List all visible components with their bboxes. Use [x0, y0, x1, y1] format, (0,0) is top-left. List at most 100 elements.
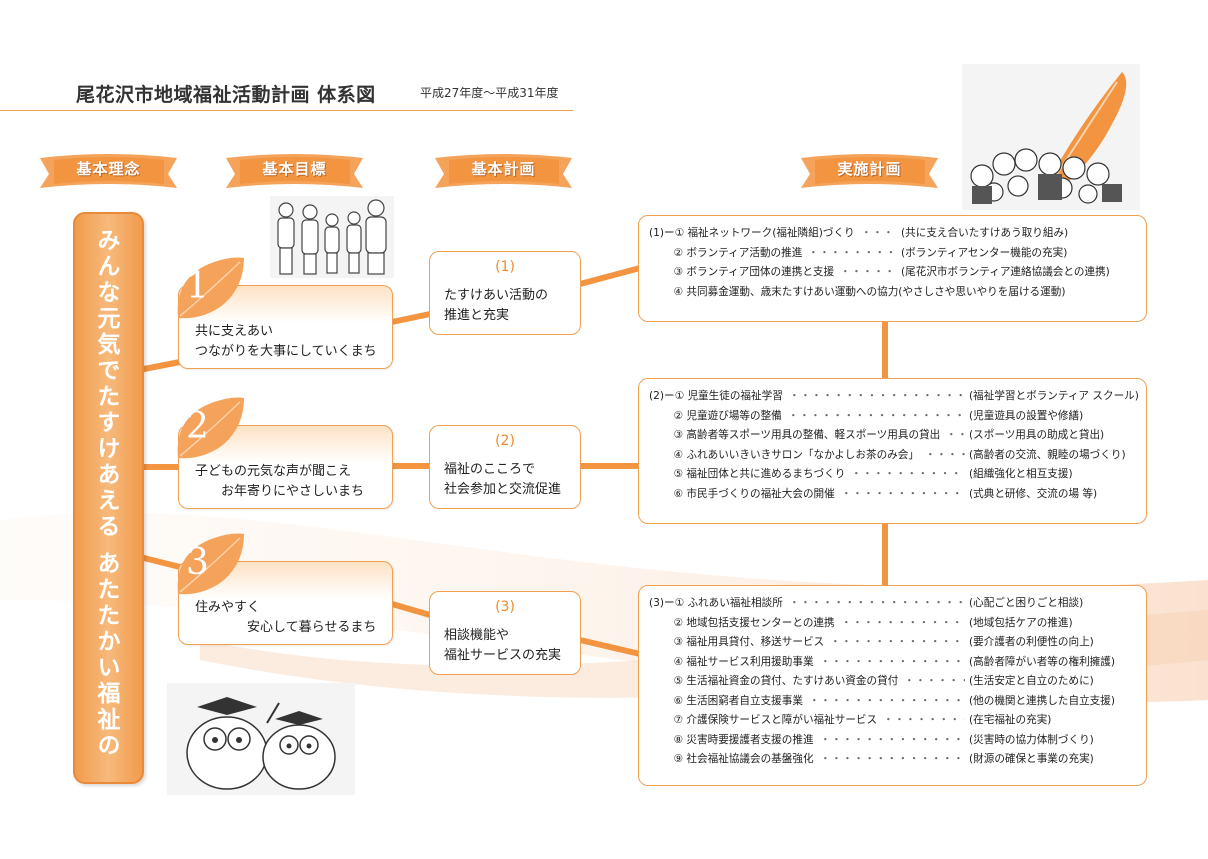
plan-text-2: 福祉のこころで 社会参加と交流促進 [444, 462, 562, 497]
implementation-item: ④ 福祉サービス利用援助事業・・・・・・・・・・・・・・・・・・・・・・・・・・… [639, 653, 1146, 673]
implementation-item-label: (1)ー① 福祉ネットワーク(福祉隣組)づくり [649, 227, 855, 239]
ribbon-philosophy-label: 基本理念 [76, 160, 141, 178]
implementation-item-label: ④ 共同募金運動、歳末たすけあい運動への協力(やさしさや思いやりを届ける運動) [649, 285, 1066, 298]
leaf-icon [177, 257, 244, 319]
leader-dots: ・・・・・・・・・・・・・・・・・・・・・・・・・・・・・・・・・・・・・・・・… [788, 409, 965, 422]
leader-dots: ・・・・・・・・・・・・・・・・・・・・・・・・・・・・・・・・・・・・・・・・… [820, 655, 965, 668]
implementation-item-label: ② ボランティア活動の推進 [649, 246, 803, 259]
ribbon-shape-icon [40, 154, 177, 188]
leader-dots: ・・・・・・・・・・・・・・・・・・・・・・・・・・・・・・・・・・・・・・・・… [946, 429, 965, 441]
connector-goal1-plan1 [389, 311, 433, 325]
family-illustration [270, 196, 394, 278]
implementation-item-note: (尾花沢市ボランティア連絡協議会との連携) [901, 266, 1110, 278]
implementation-box-1: (1)ー① 福祉ネットワーク(福祉隣組)づくり・・・・・・・・・・・・・・・・・… [638, 215, 1147, 322]
goal-leaf-1: 1 [174, 256, 248, 320]
implementation-item-note: (スポーツ用具の助成と貸出) [969, 429, 1105, 441]
leader-dots: ・・・・・・・・・・・・・・・・・・・・・・・・・・・・・・・・・・・・・・・・… [841, 487, 965, 500]
implementation-item: ⑥ 生活困窮者自立支援事業・・・・・・・・・・・・・・・・・・・・・・・・・・・… [639, 692, 1146, 712]
implementation-item: ④ ふれあいいきいきサロン「なかよしお茶のみ会」・・・・・・・・・・・・・・・・… [639, 446, 1146, 466]
implementation-item: ⑧ 災害時要援護者支援の推進・・・・・・・・・・・・・・・・・・・・・・・・・・… [639, 731, 1146, 751]
goal-number-2: 2 [186, 406, 209, 447]
implementation-item-note: (高齢者障がい者等の権利擁護) [969, 655, 1115, 668]
implementation-item-label: (3)ー① ふれあい福祉相談所 [649, 597, 783, 609]
philosophy-bar: みんな元気でたすけあえる あたたかい福祉のまちづくり [22, 212, 144, 784]
plan-text-3: 相談機能や 福祉サービスの充実 [444, 628, 562, 663]
leader-dots: ・・・・・・・・・・・・・・・・・・・・・・・・・・・・・・・・・・・・・・・・… [904, 675, 965, 687]
goal-number-3: 3 [186, 542, 209, 583]
implementation-item-label: ⑦ 介護保険サービスと障がい福祉サービス [649, 714, 878, 726]
ribbon-implementation: 実施計画 [797, 152, 942, 192]
implementation-item-note: (地域包括ケアの推進) [969, 616, 1073, 629]
leader-dots: ・・・・・・・・・・・・・・・・・・・・・・・・・・・・・・・・・・・・・・・・… [925, 448, 965, 461]
leader-dots: ・・・・・・・・・・・・・・・・・・・・・・・・・・・・・・・・・・・・・・・・… [820, 753, 965, 765]
implementation-item: ⑦ 介護保険サービスと障がい福祉サービス・・・・・・・・・・・・・・・・・・・・… [639, 711, 1146, 731]
implementation-item: ③ 福祉用具貸付、移送サービス・・・・・・・・・・・・・・・・・・・・・・・・・… [639, 633, 1146, 653]
leaf-icon [177, 397, 244, 459]
leader-dots: ・・・・・・・・・・・・・・・・・・・・・・・・・・・・・・・・・・・・・・・・… [809, 694, 965, 707]
ribbon-shape-icon [801, 154, 938, 188]
ribbon-goals-label: 基本目標 [262, 160, 327, 178]
implementation-item: ④ 共同募金運動、歳末たすけあい運動への協力(やさしさや思いやりを届ける運動) [639, 283, 1146, 303]
implementation-item-note: (在宅福祉の充実) [969, 714, 1052, 726]
plan-number-2: (2) [495, 433, 515, 449]
implementation-item-label: ⑨ 社会福祉協議会の基盤強化 [649, 753, 814, 765]
connector-goal3-plan3 [389, 601, 433, 618]
implementation-item-note: (式典と研修、交流の場 等) [969, 487, 1098, 500]
implementation-item: (1)ー① 福祉ネットワーク(福祉隣組)づくり・・・・・・・・・・・・・・・・・… [639, 224, 1146, 244]
leaf-icon [177, 533, 244, 595]
goal-text-3: 住みやすく 安心して暮らせるまち [195, 600, 377, 635]
ribbon-goals: 基本目標 [222, 152, 367, 192]
implementation-item: ③ 高齢者等スポーツ用具の整備、軽スポーツ用具の貸出・・・・・・・・・・・・・・… [639, 426, 1146, 446]
owl-mascots-illustration [167, 683, 355, 795]
implementation-box-2: (2)ー① 児童生徒の福祉学習・・・・・・・・・・・・・・・・・・・・・・・・・… [638, 378, 1147, 524]
leader-dots: ・・・・・・・・・・・・・・・・・・・・・・・・・・・・・・・・・・・・・・・・… [851, 468, 965, 480]
implementation-item-label: ⑤ 福祉団体と共に進めるまちづくり [649, 468, 846, 480]
implementation-item: ② 地域包括支援センターとの連携・・・・・・・・・・・・・・・・・・・・・・・・… [639, 614, 1146, 634]
plan-box-2: (2) 福祉のこころで 社会参加と交流促進 [429, 425, 581, 509]
ribbon-shape-icon [226, 154, 363, 188]
leader-dots: ・・・・・・・・・・・・・・・・・・・・・・・・・・・・・・・・・・・・・・・・… [789, 390, 965, 402]
implementation-item-note: (高齢者の交流、親睦の場づくり) [969, 448, 1126, 461]
implementation-item-label: ⑥ 生活困窮者自立支援事業 [649, 694, 803, 707]
implementation-item: (2)ー① 児童生徒の福祉学習・・・・・・・・・・・・・・・・・・・・・・・・・… [639, 387, 1146, 407]
implementation-item-note: (生活安定と自立のために) [969, 675, 1094, 687]
implementation-item-note: (災害時の協力体制づくり) [969, 733, 1094, 746]
ribbon-philosophy: 基本理念 [36, 152, 181, 192]
implementation-item-label: ④ 福祉サービス利用援助事業 [649, 655, 814, 668]
implementation-item-label: (2)ー① 児童生徒の福祉学習 [649, 390, 783, 402]
implementation-item-label: ⑥ 市民手づくりの福祉大会の開催 [649, 487, 835, 500]
implementation-item-label: ③ 福祉用具貸付、移送サービス [649, 636, 825, 648]
ribbon-implementation-label: 実施計画 [837, 160, 902, 178]
implementation-item-note: (要介護者の利便性の向上) [969, 636, 1094, 648]
plan-number-1: (1) [495, 259, 515, 275]
goal-number-1: 1 [186, 266, 209, 307]
implementation-item-note: (ボランティアセンター機能の充実) [901, 246, 1068, 259]
implementation-item-note: (共に支え合いたすけあう取り組み) [901, 227, 1069, 239]
implementation-item-label: ③ 高齢者等スポーツ用具の整備、軽スポーツ用具の貸出 [649, 429, 941, 441]
ribbon-plans-label: 基本計画 [471, 160, 536, 178]
plan-period: 平成27年度〜平成31年度 [420, 86, 559, 100]
goal-leaf-3: 3 [174, 532, 248, 596]
ribbon-shape-icon [435, 154, 572, 188]
connector-plan3-impl3 [577, 637, 643, 657]
implementation-item: ⑤ 福祉団体と共に進めるまちづくり・・・・・・・・・・・・・・・・・・・・・・・… [639, 465, 1146, 485]
implementation-item-label: ② 地域包括支援センターとの連携 [649, 616, 835, 629]
feather-crowd-illustration [962, 64, 1140, 210]
goal-text-2: 子どもの元気な声が聞こえ お年寄りにやさしいまち [195, 464, 365, 499]
connector-plan1-impl1 [577, 265, 643, 287]
implementation-item-label: ⑧ 災害時要援護者支援の推進 [649, 733, 814, 746]
leader-dots: ・・・・・・・・・・・・・・・・・・・・・・・・・・・・・・・・・・・・・・・・… [883, 714, 965, 726]
implementation-item-note: (福祉学習とボランティア スクール) [969, 390, 1139, 402]
leader-dots: ・・・・・・・・・・・・・・・・・・・・・・・・・・・・・・・・・・・・・・・・… [830, 636, 965, 648]
leader-dots: ・・・・・・・・・・・・・・・・・・・・・・・・・・・・・・・・・・・・・・・・… [861, 227, 897, 239]
implementation-item-label: ③ ボランティア団体の連携と支援 [649, 266, 835, 278]
implementation-item: ⑤ 生活福祉資金の貸付、たすけあい資金の貸付・・・・・・・・・・・・・・・・・・… [639, 672, 1146, 692]
implementation-item: ② ボランティア活動の推進・・・・・・・・・・・・・・・・・・・・・・・・・・・… [639, 244, 1146, 264]
leader-dots: ・・・・・・・・・・・・・・・・・・・・・・・・・・・・・・・・・・・・・・・・… [820, 733, 965, 746]
implementation-item: ② 児童遊び場等の整備・・・・・・・・・・・・・・・・・・・・・・・・・・・・・… [639, 407, 1146, 427]
implementation-item-note: (児童遊具の設置や修繕) [969, 409, 1084, 422]
goal-leaf-2: 2 [174, 396, 248, 460]
plan-number-3: (3) [495, 599, 515, 615]
connector-bar-goal1 [141, 359, 183, 372]
